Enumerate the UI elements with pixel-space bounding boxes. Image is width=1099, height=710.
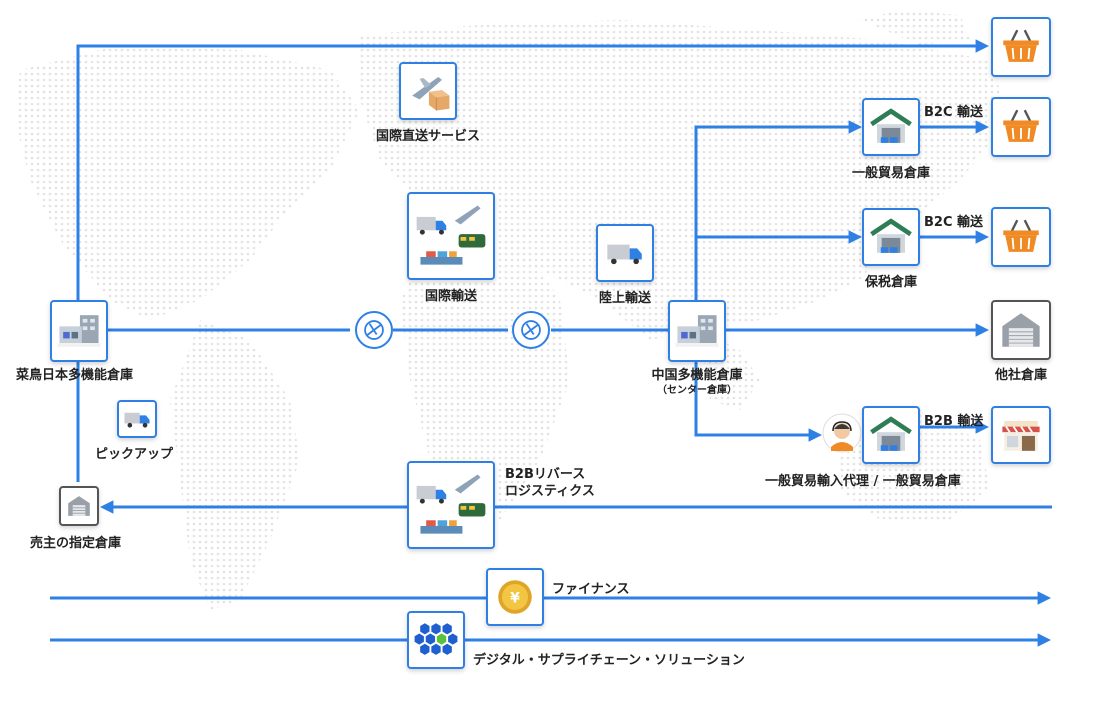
- pickup-node: [117, 400, 157, 438]
- line-branch-general: [694, 120, 863, 300]
- customer-service-agent-icon: [822, 413, 862, 453]
- china-hub-node: [668, 300, 726, 362]
- direct-service-label: 国際直送サービス: [375, 129, 481, 144]
- hexagon-network-icon: [414, 623, 458, 655]
- b2c-transport-label-1: B2C 輸送: [924, 105, 984, 120]
- plane-box-icon: [412, 77, 450, 111]
- warehouse-building-icon: [675, 315, 719, 347]
- shopping-basket-icon: [1003, 29, 1039, 62]
- international-transport-node: [407, 192, 495, 280]
- pickup-label: ピックアップ: [95, 447, 174, 462]
- line-direct-top: [76, 39, 990, 300]
- warehouse-icon: [1002, 313, 1040, 347]
- international-transport-label: 国際輸送: [424, 289, 478, 304]
- seller-warehouse-node: [59, 486, 99, 526]
- world-map-dots: [15, 10, 1010, 610]
- land-transport-label: 陸上輸送: [598, 291, 652, 306]
- flow-lines: [50, 39, 1052, 647]
- truck-icon: [607, 244, 642, 265]
- digital-label: デジタル・サプライチェーン・ソリューション: [473, 653, 745, 668]
- bonded-warehouse-node: [862, 208, 920, 266]
- basket-b2c-1-node: [991, 97, 1051, 157]
- customs-clearance-icon: [364, 320, 384, 340]
- finance-label: ファイナンス: [552, 582, 630, 597]
- customs-clearance-icon: [521, 320, 541, 340]
- warehouse-building-icon: [57, 315, 101, 347]
- shopping-basket-icon: [1003, 219, 1039, 252]
- import-agent-avatar: [822, 413, 862, 453]
- warehouse-icon: [68, 496, 90, 516]
- finance-node: ¥: [486, 568, 544, 626]
- general-trade-warehouse-node: [862, 98, 920, 156]
- basket-b2c-2-node: [991, 207, 1051, 267]
- line-branch-agent: [694, 362, 823, 442]
- reverse-logistics-label: B2Bリバース ロジスティクス: [505, 467, 595, 499]
- customs-clearance-node-1: [355, 311, 393, 349]
- truck-plane-train-ship-icon: [416, 205, 486, 265]
- truck-icon: [124, 412, 150, 428]
- cainiao-japan-warehouse-node: [50, 300, 108, 362]
- yen-coin-icon: ¥: [498, 580, 532, 614]
- b2c-transport-label-2: B2C 輸送: [924, 215, 984, 230]
- china-hub-label: 中国多機能倉庫: [651, 368, 743, 383]
- cainiao-japan-label: 菜鳥日本多機能倉庫: [16, 368, 134, 383]
- truck-plane-train-ship-icon: [416, 474, 486, 534]
- digital-node: [407, 611, 465, 669]
- shopping-basket-icon: [1003, 109, 1039, 142]
- b2b-transport-label: B2B 輸送: [924, 414, 984, 429]
- warehouse-icon: [870, 416, 912, 451]
- warehouse-icon: [870, 108, 912, 143]
- warehouse-icon: [870, 218, 912, 253]
- svg-text:¥: ¥: [510, 591, 520, 607]
- basket-top-node: [991, 17, 1051, 77]
- china-hub-sublabel: （センター倉庫）: [657, 385, 737, 396]
- market-node: [991, 406, 1051, 464]
- other-warehouse-node: [991, 300, 1051, 360]
- other-warehouse-label: 他社倉庫: [994, 368, 1048, 383]
- import-agent-label: 一般貿易輸入代理 / 一般貿易倉庫: [765, 474, 961, 489]
- seller-warehouse-label: 売主の指定倉庫: [30, 536, 122, 551]
- bonded-warehouse-label: 保税倉庫: [864, 275, 918, 290]
- land-transport-node: [596, 224, 654, 282]
- general-trade-warehouse-label: 一般貿易倉庫: [851, 166, 931, 181]
- market-store-icon: [1002, 421, 1040, 451]
- reverse-logistics-node: [407, 461, 495, 549]
- customs-clearance-node-2: [512, 311, 550, 349]
- import-agent-warehouse-node: [862, 406, 920, 464]
- direct-service-node: [399, 62, 457, 120]
